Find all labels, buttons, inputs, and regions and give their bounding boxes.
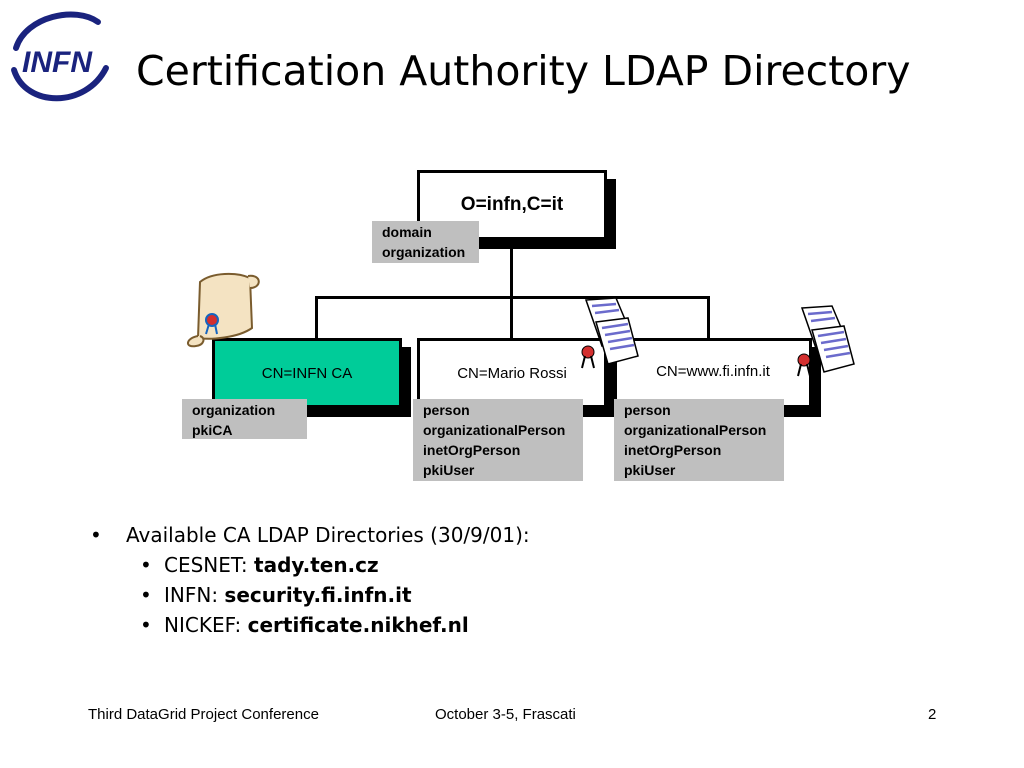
directory-name: NICKEF: (164, 613, 248, 637)
ldap-tree-diagram: O=infn,C=it domain organization CN=INFN … (182, 170, 855, 481)
objectclass-name: inetOrgPerson (624, 442, 722, 458)
sub-bullet-item: • INFN: security.fi.infn.it (90, 580, 530, 610)
directory-name: CESNET: (164, 553, 255, 577)
directory-host: security.fi.infn.it (224, 583, 412, 607)
bullet-dot: • (140, 613, 152, 637)
connector-root-down (510, 238, 513, 298)
ca-objectclass-tag: organization pkiCA (182, 399, 307, 439)
directory-host: certificate.nikhef.nl (247, 613, 469, 637)
objectclass-name: pkiUser (423, 462, 475, 478)
bullet-dot: • (90, 523, 102, 547)
sub-bullet-item: • CESNET: tady.ten.cz (90, 550, 530, 580)
objectclass-name: organization (192, 402, 276, 418)
objectclass-name: domain (382, 224, 432, 240)
connector-person (510, 296, 513, 340)
infn-logo: INFN (11, 11, 109, 102)
objectclass-name: organizationalPerson (624, 422, 767, 438)
directory-name: INFN: (164, 583, 225, 607)
root-node: O=infn,C=it (417, 170, 607, 240)
bullet-list: • Available CA LDAP Directories (30/9/01… (90, 520, 530, 640)
slide-title: Certification Authority LDAP Directory (136, 47, 911, 95)
objectclass-name: organizationalPerson (423, 422, 566, 438)
certificate-document-icon (581, 297, 639, 369)
server-node-label: CN=www.fi.infn.it (656, 363, 770, 380)
sub-bullet-item: • NICKEF: certificate.nikhef.nl (90, 610, 530, 640)
objectclass-name: person (624, 402, 671, 418)
logo-text: INFN (22, 46, 93, 79)
directory-host: tady.ten.cz (254, 553, 379, 577)
bullet-dot: • (140, 553, 152, 577)
footer-page-number: 2 (928, 706, 937, 723)
objectclass-name: inetOrgPerson (423, 442, 521, 458)
root-node-label: O=infn,C=it (460, 194, 564, 215)
bullet-dot: • (140, 583, 152, 607)
ca-node-label: CN=INFN CA (261, 364, 353, 382)
footer-date: October 3-5, Frascati (435, 706, 576, 723)
ca-node: CN=INFN CA (212, 338, 402, 408)
scroll-certificate-icon (187, 272, 260, 348)
objectclass-name: organization (382, 244, 466, 260)
bullet-text: Available CA LDAP Directories (30/9/01): (126, 523, 530, 547)
root-objectclass-tag: domain organization (372, 221, 479, 263)
certificate-document-icon (797, 305, 855, 377)
server-objectclass-tag: person organizationalPerson inetOrgPerso… (614, 399, 784, 481)
objectclass-name: pkiUser (624, 462, 676, 478)
connector-server (707, 296, 710, 338)
footer-conference: Third DataGrid Project Conference (88, 706, 319, 723)
connector-ca (315, 296, 318, 340)
objectclass-name: pkiCA (192, 422, 233, 438)
objectclass-name: person (423, 402, 470, 418)
bullet-item: • Available CA LDAP Directories (30/9/01… (90, 520, 530, 550)
person-node-label: CN=Mario Rossi (457, 364, 567, 382)
person-objectclass-tag: person organizationalPerson inetOrgPerso… (413, 399, 583, 481)
server-node: CN=www.fi.infn.it (614, 338, 812, 408)
